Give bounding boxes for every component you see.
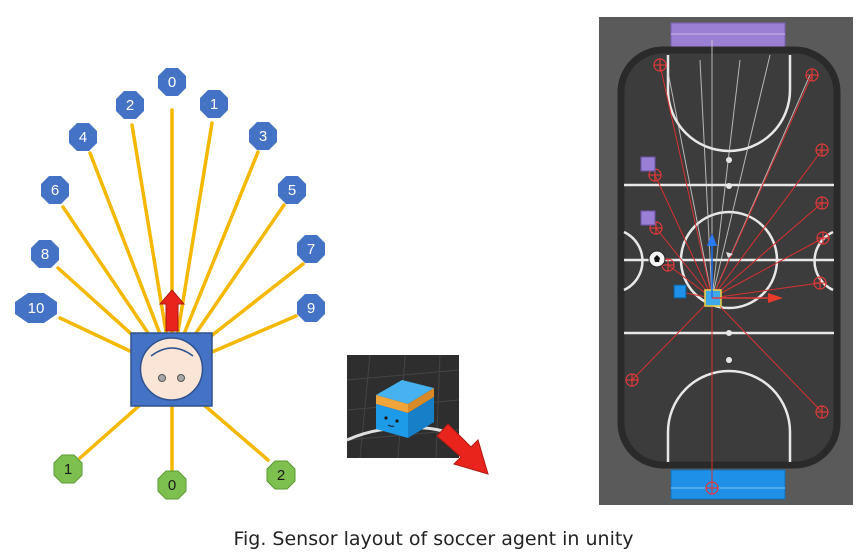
ray-forward-9 [210, 314, 298, 354]
opponent-purple-1 [640, 156, 656, 172]
movement-arrow-icon [436, 423, 489, 475]
sensor-forward-2-label: 2 [126, 97, 134, 114]
sensor-forward-8-label: 8 [41, 246, 49, 263]
sensor-backward-2: 2 [266, 460, 296, 490]
figure-caption: Fig. Sensor layout of soccer agent in un… [233, 528, 634, 550]
sensor-forward-0: 0 [158, 68, 186, 96]
cube-front [376, 404, 408, 438]
teammate-blue [673, 284, 687, 299]
cube-band [376, 395, 408, 413]
sensor-backward-1: 1 [53, 454, 83, 484]
gizmo-forward-arrow-icon [707, 233, 717, 246]
sensor-forward-10: 10 [15, 293, 57, 323]
sensor-forward-4-label: 4 [79, 129, 87, 146]
sensor-forward-6-label: 6 [51, 182, 59, 199]
sensor-forward-5: 5 [278, 176, 306, 204]
field [617, 46, 841, 469]
ray-forward-10 [58, 316, 134, 354]
unity-field-screenshot [599, 17, 853, 505]
agent-schematic: 0 1 2 3 4 5 6 [15, 68, 325, 500]
ray-forward-7 [204, 262, 305, 342]
goal-blue [670, 469, 786, 500]
ray-backward-2 [202, 403, 270, 462]
sensor-forward-9: 9 [297, 294, 325, 322]
agent-eye-right [177, 374, 185, 382]
forward-rays [56, 108, 305, 354]
ray-forward-1 [176, 121, 214, 334]
cube-band-side [408, 388, 434, 413]
sensor-forward-3: 3 [249, 122, 277, 150]
sensor-forward-7: 7 [297, 235, 325, 263]
sensor-forward-1: 1 [200, 90, 228, 118]
cube-top [376, 380, 434, 404]
sensor-forward-6: 6 [41, 176, 69, 204]
agent-brow [150, 347, 194, 357]
sensor-forward-5-label: 5 [288, 182, 296, 199]
agent-eye-left [158, 374, 166, 382]
sensor-backward-0-label: 0 [168, 477, 176, 494]
direction-arrow-icon [158, 289, 186, 332]
gizmo-right-arrow-icon [768, 293, 783, 303]
ray-backward-1 [78, 403, 142, 460]
sensor-backward-2-label: 2 [277, 467, 285, 484]
sensor-forward-7-label: 7 [307, 241, 315, 258]
opponent-purple-2 [640, 210, 656, 226]
sensor-forward-0-label: 0 [168, 74, 176, 91]
agent-cube-thumbnail [346, 354, 489, 475]
sensor-forward-8: 8 [31, 240, 59, 268]
sensor-forward-2: 2 [116, 91, 144, 119]
sensor-backward-0: 0 [157, 470, 187, 500]
forward-sensor-badges: 0 1 2 3 4 5 6 [15, 68, 325, 323]
sensor-forward-1-label: 1 [210, 96, 218, 113]
ray-forward-3 [182, 150, 260, 336]
ray-forward-2 [130, 123, 168, 334]
ray-forward-5 [192, 203, 286, 338]
ray-forward-4 [88, 151, 162, 336]
backward-sensor-badges: 0 1 2 [53, 454, 296, 500]
sensor-forward-4: 4 [69, 123, 97, 151]
sensor-forward-9-label: 9 [307, 300, 315, 317]
backward-rays [78, 403, 270, 472]
sensor-forward-10-label: 10 [28, 300, 45, 317]
ray-forward-8 [56, 266, 140, 342]
soccer-ball-icon [648, 250, 666, 268]
ray-forward-6 [61, 205, 152, 338]
sensor-forward-3-label: 3 [259, 128, 267, 145]
sensor-backward-1-label: 1 [64, 461, 72, 478]
cube-side [408, 397, 434, 438]
